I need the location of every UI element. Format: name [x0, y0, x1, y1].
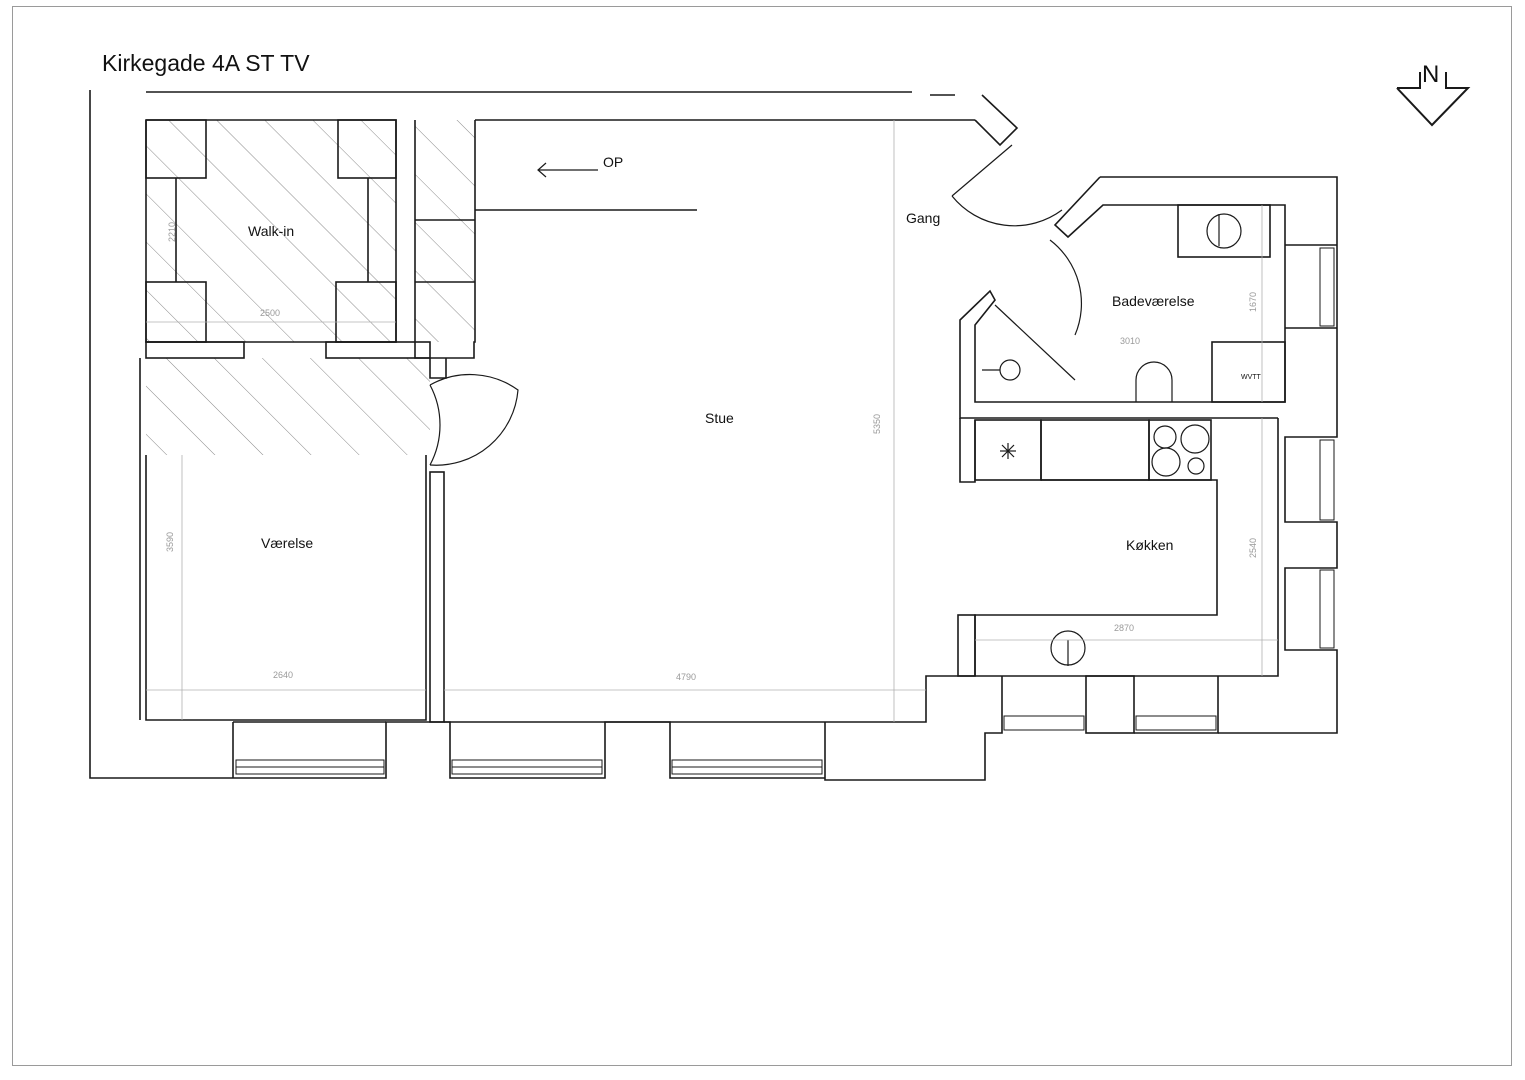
- shower-drain-icon: [999, 359, 1021, 381]
- dim-bad-height: 1670: [1248, 292, 1258, 312]
- stove-icon: [1151, 424, 1210, 477]
- sink-star-icon: [1000, 443, 1016, 459]
- room-label-badevaerelse: Badeværelse: [1112, 293, 1195, 309]
- dim-kokken-height: 2540: [1248, 538, 1258, 558]
- windows: [235, 247, 1335, 775]
- room-label-kokken: Køkken: [1126, 537, 1173, 553]
- doors: [429, 144, 1082, 466]
- room-label-stue: Stue: [705, 410, 734, 426]
- dim-vaerelse-height: 3590: [165, 532, 175, 552]
- dim-stue-height: 5350: [872, 414, 882, 434]
- fixtures: [982, 213, 1242, 666]
- north-arrow-icon: N: [1396, 61, 1471, 127]
- toilet-icon: [1135, 361, 1173, 402]
- walls: [89, 90, 1338, 781]
- room-label-wc: WVTT: [1241, 374, 1262, 381]
- vaerelse-room: [145, 455, 427, 721]
- dim-kokken-width: 2870: [1114, 623, 1134, 633]
- dim-bad-width: 3010: [1120, 336, 1140, 346]
- stair-label: OP: [603, 154, 623, 170]
- dimension-lines: [146, 120, 1278, 722]
- dim-stue-width: 4790: [676, 672, 696, 682]
- room-label-gang: Gang: [906, 210, 940, 226]
- dim-vaerelse-width: 2640: [273, 670, 293, 680]
- plan-title: Kirkegade 4A ST TV: [102, 50, 310, 76]
- room-label-vaerelse: Værelse: [261, 535, 313, 551]
- bathroom-sink-icon: [1206, 213, 1242, 249]
- drawing-sheet: [12, 6, 1512, 1066]
- north-label: N: [1422, 61, 1439, 88]
- outer-wall-west: [89, 90, 233, 779]
- room-label-walkin: Walk-in: [248, 223, 294, 239]
- hatched-zones: [146, 120, 475, 455]
- dim-walkin-width: 2500: [260, 308, 280, 318]
- dim-walkin-height: 2210: [167, 222, 177, 242]
- stair-arrow: [537, 162, 598, 178]
